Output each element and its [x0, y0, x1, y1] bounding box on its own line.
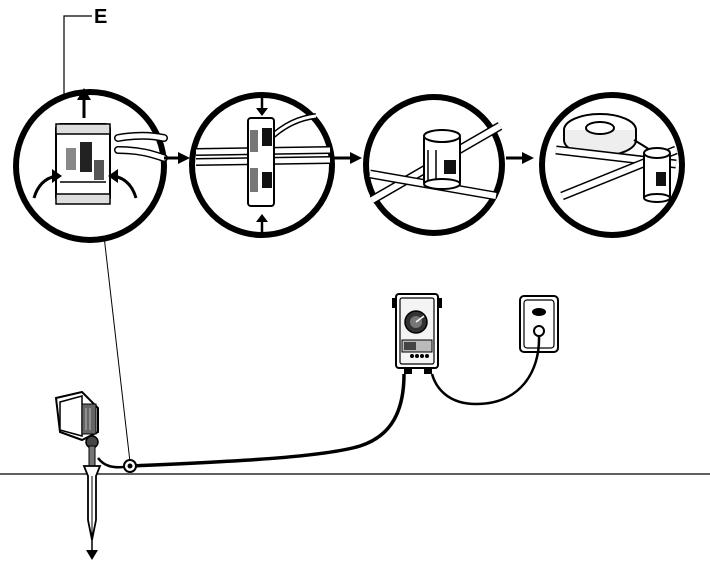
- callout-label: E: [94, 6, 107, 28]
- step-arrow-3: [506, 152, 534, 164]
- low-voltage-cable: [131, 373, 406, 468]
- step-2-press-connector: [189, 92, 335, 238]
- cable-connector: [123, 459, 137, 473]
- callout-e: E: [63, 6, 107, 122]
- step-4-wrap-with-tape: [539, 92, 685, 238]
- wall-outlet: [519, 295, 559, 353]
- leader-line: [103, 235, 131, 463]
- step-arrow-2: [334, 152, 362, 164]
- step-arrow-1: [164, 152, 190, 164]
- fixture-lead: [97, 457, 125, 469]
- step-3-connector-closed: [363, 94, 505, 236]
- transformer: [392, 293, 442, 374]
- spotlight-fixture: [54, 390, 102, 560]
- power-cord: [430, 335, 541, 406]
- step-1-open-connector: [13, 88, 168, 243]
